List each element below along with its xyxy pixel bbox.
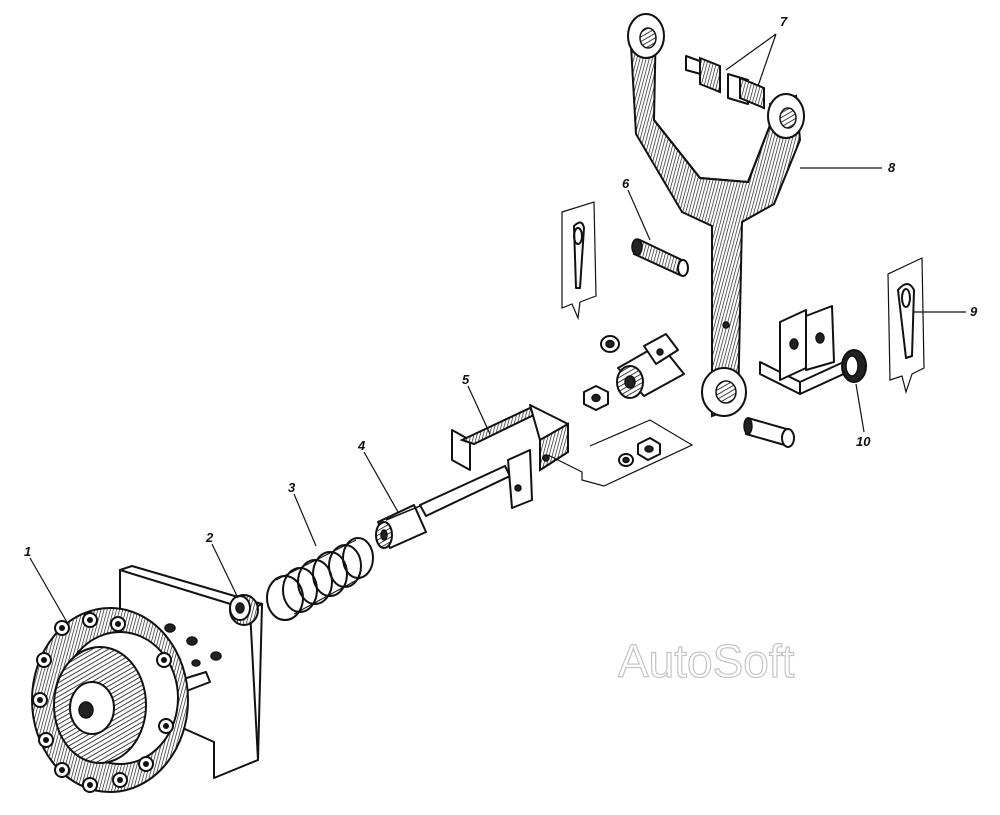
callout-2: 2 (205, 530, 214, 545)
leader-lines (29, 33, 966, 625)
part-1-hub-flange (31, 565, 263, 793)
callout-3: 3 (288, 480, 296, 495)
callout-1: 1 (24, 544, 31, 559)
clevis-assembly (583, 333, 685, 411)
hub-bolts (32, 612, 174, 793)
callout-7: 7 (780, 14, 788, 29)
callout-labels: 1 2 3 4 5 6 7 8 9 10 (24, 14, 978, 559)
inset-nuts (618, 437, 661, 467)
callout-5: 5 (462, 372, 470, 387)
callout-4: 4 (357, 438, 366, 453)
part-9-cotter-pin (887, 257, 925, 395)
part-4-rod (375, 465, 511, 549)
part-10-ring-washer (841, 349, 867, 383)
watermark: AutoSoft (618, 635, 795, 687)
part-2-washer (229, 594, 259, 626)
callout-8: 8 (888, 160, 896, 175)
part-5-bracket (451, 404, 694, 509)
part-7-bolts (685, 55, 765, 110)
mounting-plate (759, 305, 849, 395)
callout-10: 10 (856, 434, 871, 449)
part-3-spring (266, 537, 374, 621)
callout-9: 9 (970, 304, 978, 319)
part-6-pin (631, 238, 689, 277)
clevis-pin (743, 417, 795, 448)
part-8-fork-lever (627, 13, 805, 418)
cotter-pin-left (561, 201, 597, 321)
callout-6: 6 (622, 176, 630, 191)
